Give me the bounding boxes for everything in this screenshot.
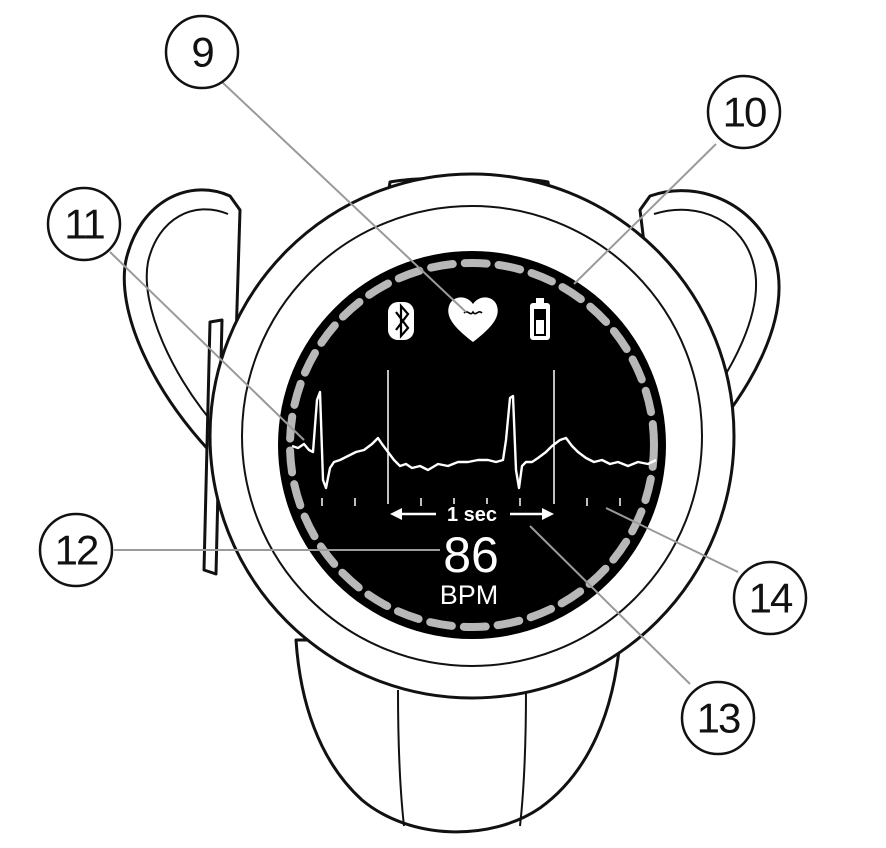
ecg-trace bbox=[291, 390, 657, 490]
callout-14: 14 bbox=[732, 560, 808, 636]
callout-11: 11 bbox=[46, 186, 122, 262]
progress-ring bbox=[286, 259, 658, 631]
heart-rate-unit: BPM bbox=[440, 580, 499, 610]
leader-10 bbox=[573, 143, 717, 285]
bluetooth-icon bbox=[388, 302, 414, 340]
battery-icon bbox=[530, 298, 550, 340]
callout-12: 12 bbox=[38, 512, 114, 588]
bottom-lobe-seam-right bbox=[519, 689, 527, 827]
callout-9: 9 bbox=[164, 14, 240, 90]
leader-11 bbox=[109, 251, 305, 441]
callout-label: 12 bbox=[55, 527, 98, 574]
leader-lines bbox=[109, 81, 739, 685]
heart-rate-value: 86 bbox=[443, 527, 499, 583]
callout-label: 9 bbox=[191, 29, 213, 76]
screen bbox=[278, 251, 666, 639]
callout-10: 10 bbox=[706, 74, 782, 150]
bottom-lobe-seam-left bbox=[397, 689, 405, 827]
callout-13: 13 bbox=[680, 680, 756, 756]
callout-label: 10 bbox=[723, 89, 766, 136]
inner-bezel bbox=[241, 205, 703, 667]
leader-14 bbox=[605, 507, 739, 573]
heart-icon bbox=[448, 297, 498, 342]
leader-9 bbox=[221, 81, 467, 313]
callout-label: 11 bbox=[64, 201, 104, 248]
callout-label: 14 bbox=[749, 575, 793, 622]
time-scale-indicator: 1 sec bbox=[390, 504, 554, 526]
leader-13 bbox=[529, 525, 691, 685]
callout-label: 13 bbox=[697, 695, 740, 742]
time-scale-label: 1 sec bbox=[447, 504, 497, 526]
left-lobe-inner bbox=[145, 208, 229, 437]
